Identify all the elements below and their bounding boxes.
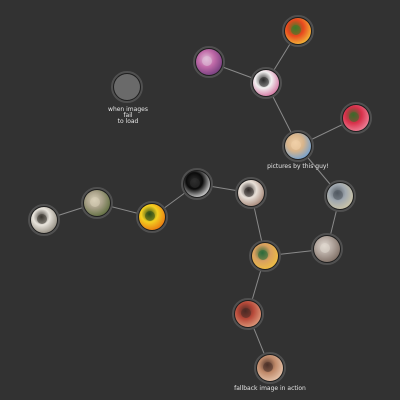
photo-subject-shape [258,250,268,260]
node-grey-cat[interactable] [311,233,343,265]
node-tree[interactable] [81,187,113,219]
pictures-label: pictures by this guy! [267,163,329,170]
node-red-flower[interactable] [282,15,314,47]
fallback-action-label: fallback image in action [234,385,306,392]
photo-subject-shape [244,187,254,197]
fallback-image-placeholder-icon [114,74,140,100]
photo-subject-shape [90,197,100,207]
photo-subject-shape [202,56,212,66]
node-pink-berries[interactable] [340,102,372,134]
node-black-butterfly[interactable] [181,168,213,200]
photo-subject-shape [145,211,155,221]
node-red-cat[interactable] [232,298,264,330]
node-purple-flowers[interactable] [193,46,225,78]
nodes-layer [28,15,372,384]
photo-subject-shape [320,243,330,253]
photo-subject-shape [37,214,47,224]
node-child-portrait[interactable] [249,240,281,272]
node-kitten-bottom[interactable] [254,352,286,384]
photo-subject-shape [291,25,301,35]
node-yellow-flower[interactable] [136,201,168,233]
fallback-label-line: fail [123,112,132,119]
photo-subject-shape [259,77,269,87]
node-tabby-cat[interactable] [324,180,356,212]
node-cat-statue[interactable] [28,204,60,236]
photo-subject-shape [190,178,200,188]
fallback-label-line: when images [108,106,148,113]
node-fallback[interactable] [111,71,143,103]
photo-subject-shape [333,190,343,200]
photo-subject-shape [263,362,273,372]
fallback-label-line: to load [118,118,139,125]
photo-subject-shape [291,140,301,150]
node-white-lily[interactable] [250,67,282,99]
pictures-label-line: pictures by this guy! [267,163,329,170]
fallback-action-label-line: fallback image in action [234,385,306,392]
photo-subject-shape [241,308,251,318]
node-white-kitten[interactable] [235,177,267,209]
node-woman-portrait[interactable] [282,130,314,162]
photo-subject-shape [349,112,359,122]
